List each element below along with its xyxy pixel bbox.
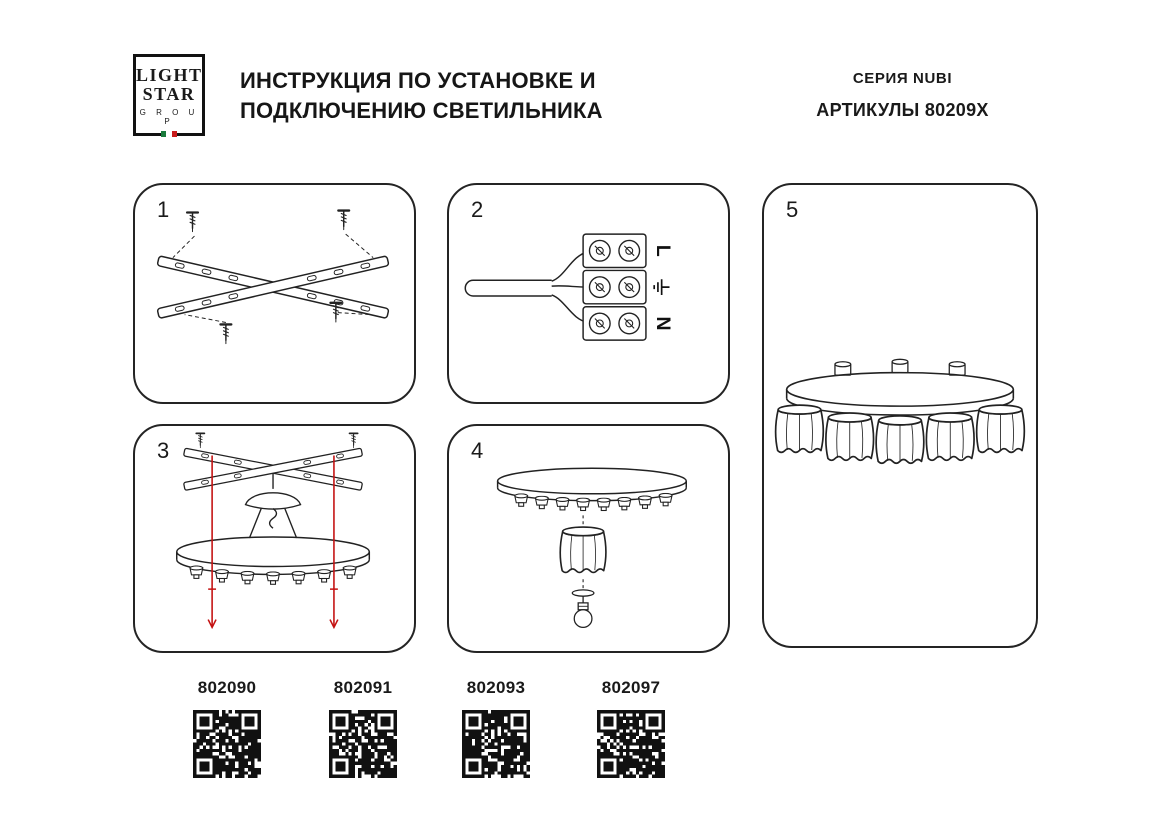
series-block: СЕРИЯ NUBI АРТИКУЛЫ 80209X [780, 70, 1025, 121]
logo-word-2: STAR [142, 84, 196, 104]
canopy [244, 473, 302, 539]
step-3-diagram [176, 432, 371, 630]
step-panel-4: 4 [447, 424, 730, 653]
wire-labels: L N [652, 245, 674, 331]
step-panel-2: 2 L [447, 183, 730, 404]
safety-cables [207, 455, 339, 630]
articles-heading: АРТИКУЛЫ 80209X [816, 100, 989, 120]
article-item: 802090 [182, 678, 272, 781]
shade-ring-nut [571, 589, 595, 597]
supply-cable [464, 251, 589, 324]
lamp-shade-icon [774, 404, 1026, 465]
logo-flag-icon [161, 131, 177, 137]
earth-icon [653, 279, 670, 295]
step-panel-1: 1 [133, 183, 416, 404]
article-item: 802093 [451, 678, 541, 781]
qr-code [326, 707, 400, 781]
lamp-shade-icon [559, 526, 607, 574]
step-number-3: 3 [157, 438, 170, 463]
qr-code [594, 707, 668, 781]
step-number-1: 1 [157, 197, 170, 222]
article-code: 802091 [333, 678, 393, 697]
neutral-label: N [652, 316, 674, 330]
mounting-bar [156, 255, 390, 319]
series-name: СЕРИЯ NUBI [852, 70, 953, 87]
step-number-4: 4 [471, 438, 484, 463]
terminal-block [582, 233, 647, 341]
qr-code [459, 707, 533, 781]
lightstar-logo: LIGHT STAR G R O U P [133, 54, 205, 137]
logo-word-3: G R O U P [139, 108, 199, 126]
leader-lines [172, 233, 374, 323]
step-number-5: 5 [786, 197, 799, 222]
title-line-2: ПОДКЛЮЧЕНИЮ СВЕТИЛЬНИКА [240, 98, 603, 123]
ring [496, 467, 687, 502]
page-title: ИНСТРУКЦИЯ ПО УСТАНОВКЕ И ПОДКЛЮЧЕНИЮ СВ… [240, 66, 603, 126]
step-5-diagram [774, 358, 1026, 465]
mounting-bar [183, 447, 363, 491]
article-code: 802093 [466, 678, 526, 697]
title-line-1: ИНСТРУКЦИЯ ПО УСТАНОВКЕ И [240, 68, 596, 93]
light-bulb-icon [573, 595, 593, 629]
article-item: 802097 [586, 678, 676, 781]
lamp-holders [514, 492, 673, 512]
step-panel-3: 3 [133, 424, 416, 653]
step-panel-5: 5 [762, 183, 1038, 648]
screw-icon [195, 432, 359, 449]
lamp-holders [189, 565, 357, 585]
step-2-diagram: L N [464, 233, 674, 341]
article-code: 802090 [197, 678, 257, 697]
article-item: 802091 [318, 678, 408, 781]
step-4-diagram [496, 467, 687, 629]
article-code: 802097 [601, 678, 661, 697]
qr-code [190, 707, 264, 781]
ring [176, 536, 371, 576]
logo-word-1: LIGHT [136, 65, 203, 85]
step-1-diagram [156, 209, 390, 345]
live-label: L [652, 245, 674, 257]
step-number-2: 2 [471, 197, 484, 222]
